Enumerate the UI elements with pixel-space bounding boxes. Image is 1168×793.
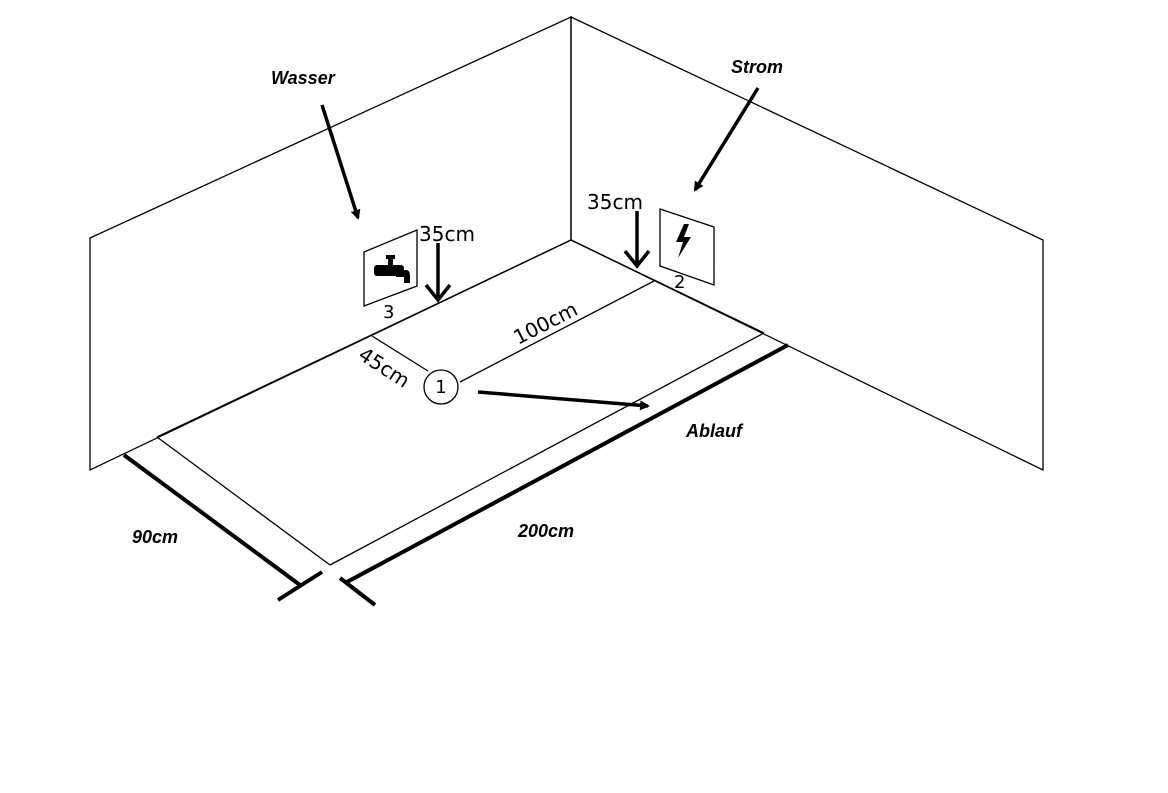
- drain-length-line: [459, 280, 655, 383]
- power-marker-number: 2: [674, 272, 685, 293]
- drain-offset-line: [371, 335, 429, 372]
- power-callout-arrow: [693, 87, 760, 192]
- water-height-arrowhead: [424, 283, 452, 303]
- floor-back-edge: [156, 239, 572, 438]
- length-label: 200cm: [517, 521, 574, 541]
- width-dimension-tick: [276, 570, 324, 602]
- drain-callout-arrow: [477, 390, 650, 411]
- water-sign: [363, 229, 418, 307]
- floor-front-edge: [329, 332, 765, 566]
- width-label: 90cm: [132, 527, 178, 547]
- width-dimension-bar: [122, 453, 302, 587]
- water-marker-number: 3: [383, 302, 394, 323]
- faucet-icon: [374, 255, 410, 283]
- water-callout-arrow: [320, 104, 361, 220]
- length-dimension-tick: [338, 576, 377, 607]
- drain-label: Ablauf: [685, 421, 744, 441]
- power-height-label: 35cm: [587, 190, 643, 214]
- right-wall: [570, 15, 1044, 472]
- lightning-icon: [676, 224, 691, 258]
- power-sign: [659, 208, 715, 286]
- power-label: Strom: [731, 57, 783, 77]
- drain-offset-label: 45cm: [354, 342, 414, 393]
- drain-along-label: 100cm: [509, 297, 581, 350]
- water-label: Wasser: [271, 68, 336, 88]
- power-height-arrowhead: [623, 249, 651, 269]
- drain-marker-number: 1: [435, 377, 446, 398]
- water-height-label: 35cm: [419, 222, 475, 246]
- floor-left-edge: [156, 436, 331, 566]
- drain-marker: [423, 369, 459, 405]
- length-dimension-bar: [346, 343, 789, 584]
- floor-right-edge: [570, 239, 765, 334]
